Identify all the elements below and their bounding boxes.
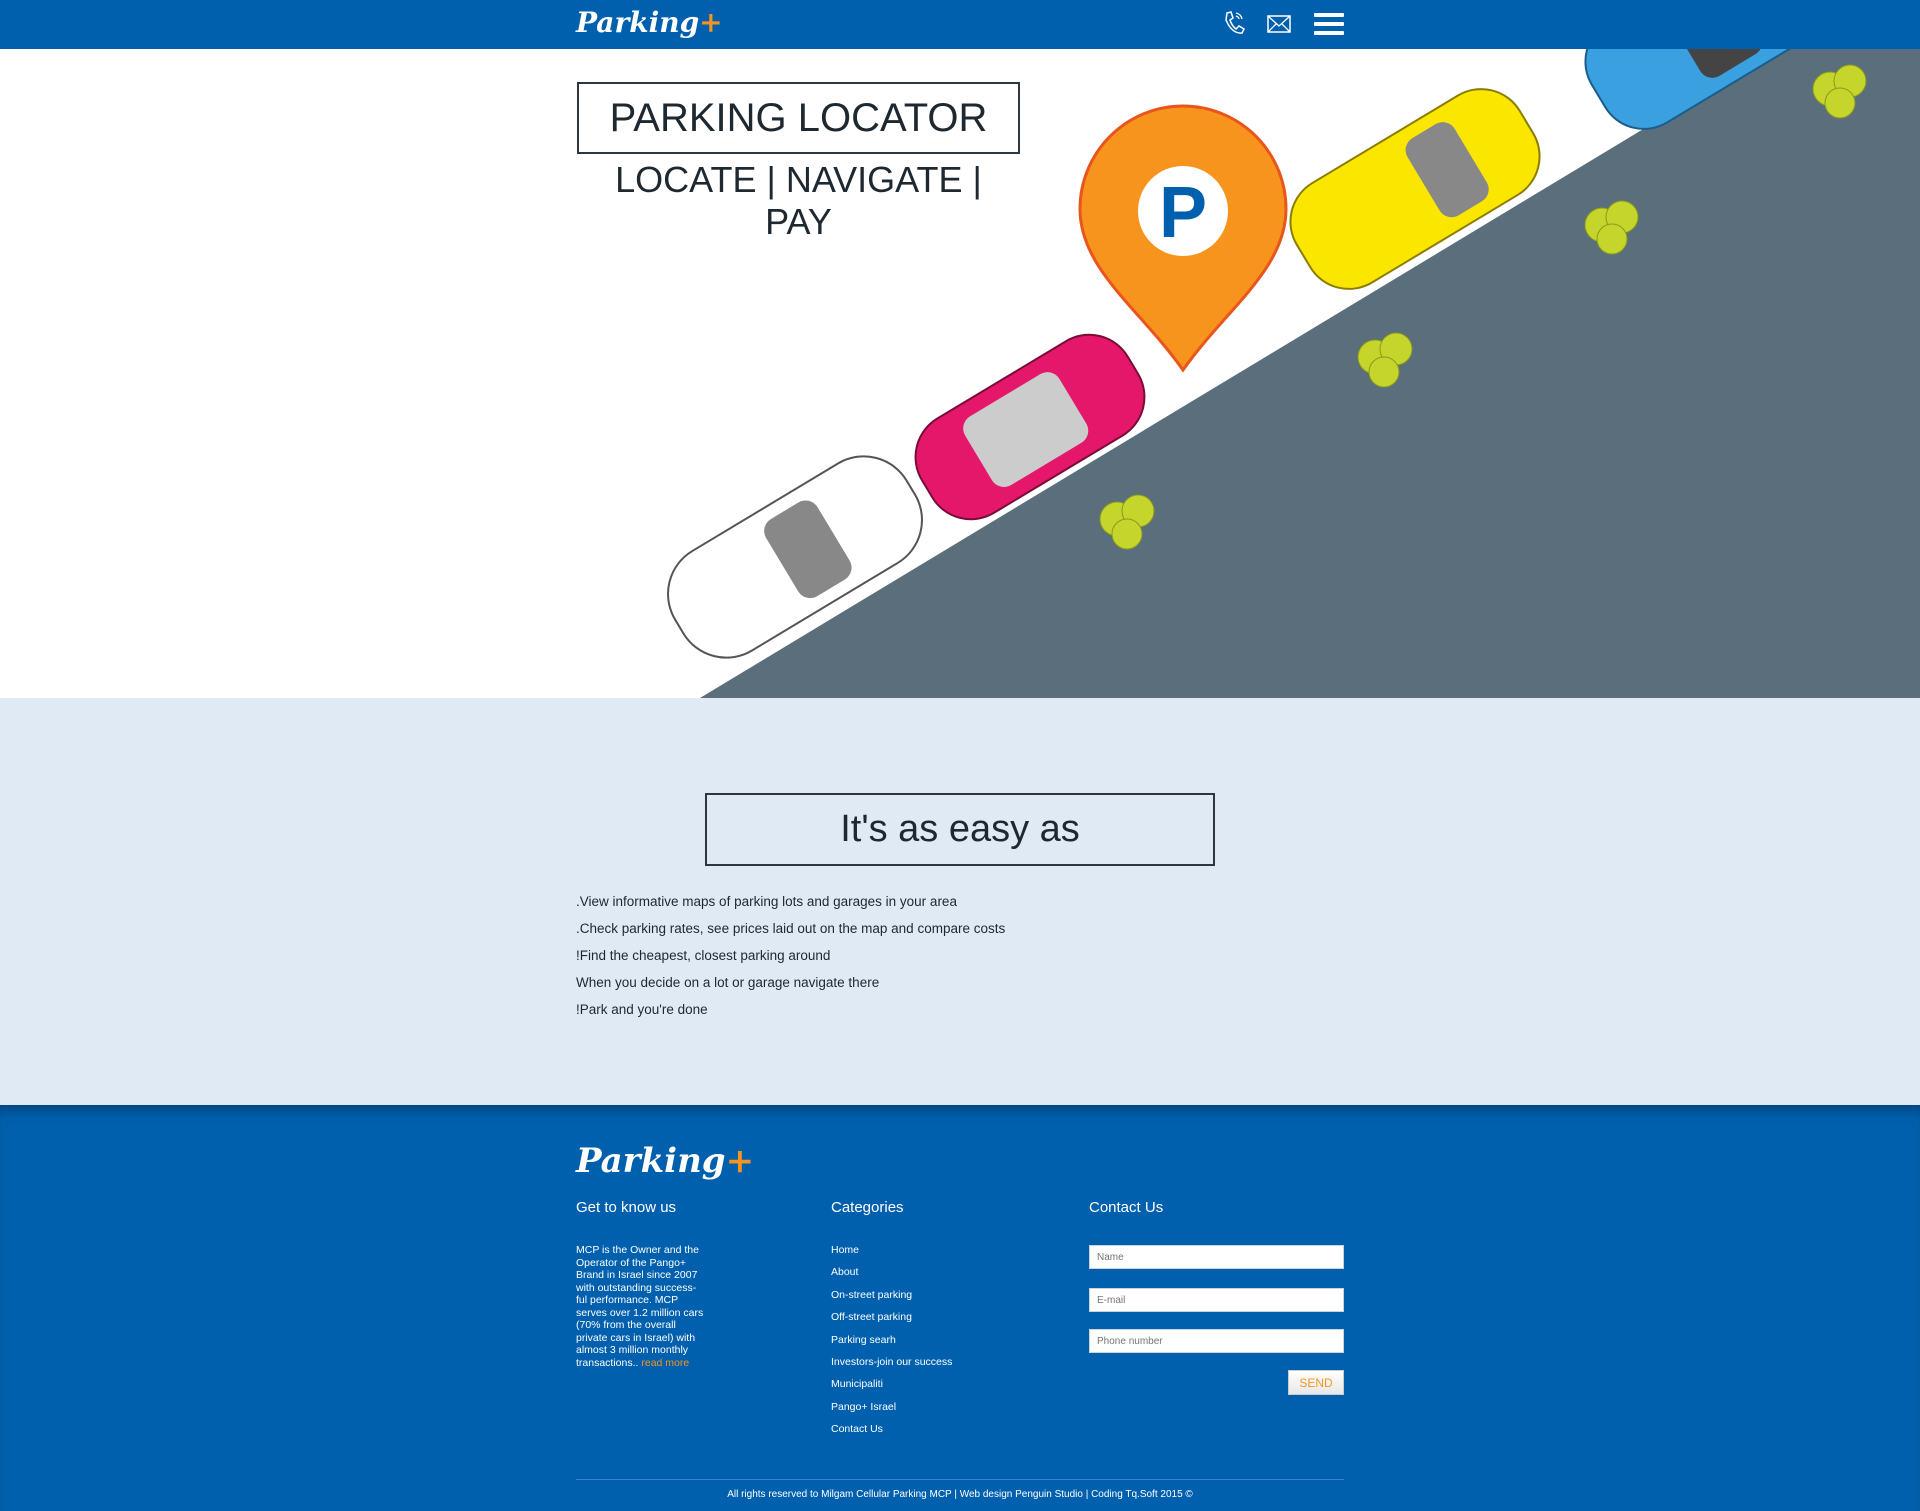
copyright: All rights reserved to Milgam Cellular P… — [727, 1489, 1193, 1500]
contact-heading: Contact Us — [1089, 1199, 1164, 1216]
step-item: !Find the cheapest, closest parking arou… — [576, 948, 831, 963]
category-link-about[interactable]: About — [831, 1266, 859, 1279]
logo-plus: + — [699, 6, 723, 39]
category-link-on-street[interactable]: On-street parking — [831, 1288, 913, 1301]
pin-letter: P — [1159, 173, 1207, 253]
category-link-contact[interactable]: Contact Us — [831, 1423, 883, 1436]
footer-logo[interactable]: Parking+ — [576, 1141, 754, 1181]
about-body: MCP is the Owner and the Operator of the… — [576, 1244, 704, 1369]
category-link-pango[interactable]: Pango+ Israel — [831, 1400, 897, 1413]
about-heading: Get to know us — [576, 1199, 677, 1216]
category-link-home[interactable]: Home — [831, 1244, 860, 1256]
footer: Parking+ Get to know us Categories Conta… — [0, 1105, 1920, 1511]
about-text: MCP is the Owner and the Operator of the… — [576, 1244, 706, 1369]
top-header: Parking+ — [0, 0, 1920, 49]
parking-illustration: P — [667, 49, 1920, 698]
logo-plus: + — [725, 1141, 755, 1181]
mail-icon[interactable] — [1267, 15, 1291, 33]
tree-icon — [1099, 494, 1155, 550]
logo-text: Parking — [576, 1141, 726, 1181]
category-link-municipaliti[interactable]: Municipaliti — [831, 1378, 883, 1391]
read-more-link[interactable]: read more — [641, 1356, 690, 1369]
name-input[interactable] — [1089, 1245, 1344, 1269]
hero-subtitle: LOCATE | NAVIGATE | PAY — [615, 159, 982, 242]
categories-heading: Categories — [831, 1199, 904, 1216]
category-link-off-street[interactable]: Off-street parking — [831, 1311, 912, 1324]
white-car — [667, 455, 923, 659]
page-title: PARKING LOCATOR — [577, 82, 1020, 154]
hero-section: P PARKING LOCATOR LOCATE | NAVIGATE | PA… — [0, 49, 1920, 698]
step-item: When you decide on a lot or garage navig… — [576, 975, 880, 990]
step-item: !Park and you're done — [576, 1002, 708, 1017]
menu-icon[interactable] — [1314, 13, 1344, 35]
steps-list: .View informative maps of parking lots a… — [576, 888, 1005, 1023]
yellow-car — [1289, 88, 1541, 290]
section-heading: It's as easy as — [705, 793, 1215, 866]
logo-text: Parking — [576, 6, 700, 39]
tree-icon — [1584, 200, 1639, 255]
footer-divider — [576, 1479, 1344, 1480]
send-button[interactable]: SEND — [1288, 1370, 1344, 1395]
category-link-search[interactable]: Parking searh — [831, 1333, 896, 1346]
blue-car — [1584, 49, 1836, 130]
how-it-works-section: It's as easy as .View informative maps o… — [0, 698, 1920, 1105]
category-link-investors[interactable]: Investors-join our success — [831, 1355, 953, 1368]
pink-car — [914, 333, 1146, 521]
step-item: .Check parking rates, see prices laid ou… — [576, 921, 1006, 936]
tree-icon — [1357, 332, 1413, 388]
step-item: .View informative maps of parking lots a… — [576, 894, 957, 909]
phone-input[interactable] — [1089, 1329, 1344, 1353]
tree-icon — [1812, 64, 1867, 119]
email-input[interactable] — [1089, 1288, 1344, 1312]
phone-icon[interactable] — [1222, 10, 1246, 36]
parking-pin-icon: P — [1078, 104, 1288, 373]
categories-list: Home About On-street parking Off-street … — [831, 1244, 952, 1446]
logo[interactable]: Parking+ — [576, 6, 723, 39]
